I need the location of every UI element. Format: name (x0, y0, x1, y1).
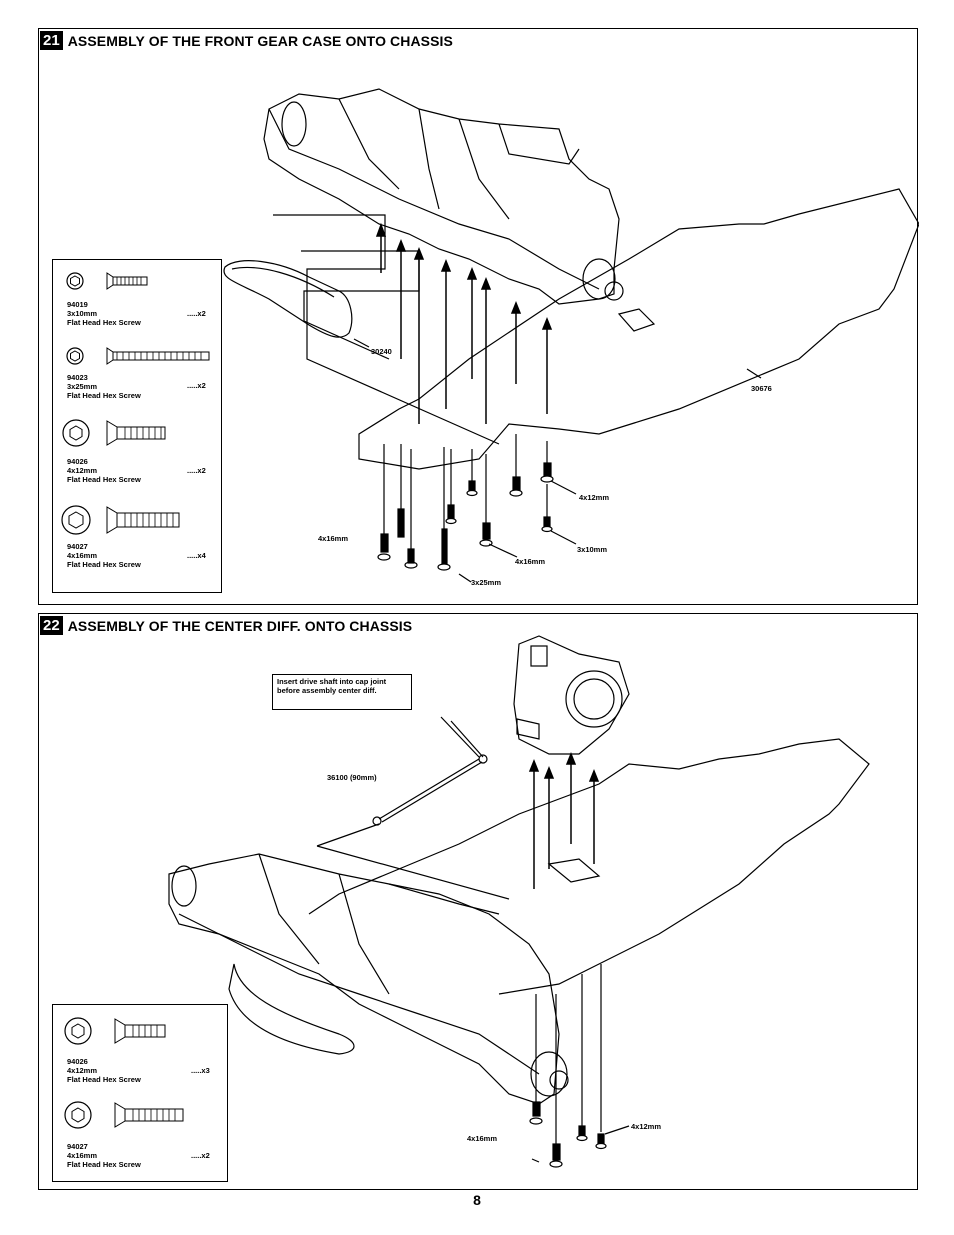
part-item: 94026 4x12mm Flat Head Hex Screw .....x3 (53, 1005, 227, 1090)
parts-list-step-22: 94026 4x12mm Flat Head Hex Screw .....x3… (52, 1004, 228, 1182)
step-21-number: 21 (40, 31, 63, 50)
part-item: 94027 4x16mm Flat Head Hex Screw .....x4 (53, 500, 221, 590)
part-code: 94027 (67, 542, 88, 551)
step-22-panel: 22 ASSEMBLY OF THE CENTER DIFF. ONTO CHA… (38, 613, 918, 1190)
step-21-title: ASSEMBLY OF THE FRONT GEAR CASE ONTO CHA… (67, 32, 453, 49)
part-qty: .....x2 (187, 466, 206, 475)
part-qty: .....x3 (191, 1066, 210, 1075)
drive-shaft-36100 (378, 758, 480, 820)
suspension-assembly (168, 853, 560, 1105)
part-code: 94026 (67, 1057, 88, 1066)
part-size: 3x25mm (67, 382, 98, 391)
part-name: Flat Head Hex Screw (67, 475, 141, 484)
front-gear-case-assembly-diagram (223, 88, 919, 583)
part-qty: .....x2 (187, 309, 206, 318)
label-screw-4x16-b: 4x16mm (515, 557, 546, 566)
part-name: Flat Head Hex Screw (67, 1075, 141, 1084)
label-screw-4x12: 4x12mm (579, 493, 610, 502)
part-name: Flat Head Hex Screw (67, 318, 141, 327)
part-name: Flat Head Hex Screw (67, 1160, 141, 1169)
part-qty: .....x2 (187, 381, 206, 390)
parts-list-step-21: 94019 3x10mm Flat Head Hex Screw .....x2… (52, 259, 222, 593)
label-screw-4x12: 4x12mm (631, 1122, 662, 1131)
front-guard-30240 (223, 260, 353, 338)
step-22-title: ASSEMBLY OF THE CENTER DIFF. ONTO CHASSI… (67, 617, 413, 634)
part-item: 94027 4x16mm Flat Head Hex Screw .....x2 (53, 1097, 227, 1182)
flat-head-hex-screw-icon (61, 505, 180, 535)
part-name: Flat Head Hex Screw (67, 560, 141, 569)
flat-head-hex-screw-icon (66, 347, 210, 365)
chassis-plate-30676 (358, 188, 919, 470)
flat-head-hex-screw-icon (64, 1101, 184, 1129)
part-code: 94023 (67, 373, 88, 382)
screws-below-chassis (440, 716, 630, 1168)
label-guard-30240: 30240 (371, 347, 392, 356)
part-item: 94019 3x10mm Flat Head Hex Screw .....x2 (53, 260, 221, 330)
step-21-header: 21 ASSEMBLY OF THE FRONT GEAR CASE ONTO … (40, 31, 453, 50)
part-item: 94023 3x25mm Flat Head Hex Screw .....x2 (53, 340, 221, 410)
label-screw-3x10: 3x10mm (577, 545, 608, 554)
part-size: 3x10mm (67, 309, 98, 318)
part-code: 94019 (67, 300, 88, 309)
part-qty: .....x4 (187, 551, 206, 560)
part-size: 4x12mm (67, 1066, 98, 1075)
part-code: 94027 (67, 1142, 88, 1151)
step-21-panel: 21 ASSEMBLY OF THE FRONT GEAR CASE ONTO … (38, 28, 919, 605)
part-size: 4x12mm (67, 466, 98, 475)
flat-head-hex-screw-icon (64, 1017, 166, 1045)
part-qty: .....x2 (191, 1151, 210, 1160)
screws-below-chassis (353, 338, 762, 583)
center-diff-assembly-diagram (168, 635, 870, 1168)
part-item: 94026 4x12mm Flat Head Hex Screw .....x2 (53, 415, 221, 495)
step-22-header: 22 ASSEMBLY OF THE CENTER DIFF. ONTO CHA… (40, 616, 412, 635)
part-name: Flat Head Hex Screw (67, 391, 141, 400)
chassis-plate (308, 738, 870, 995)
page-number: 8 (473, 1192, 481, 1208)
callout-note: Insert drive shaft into cap joint before… (272, 674, 412, 710)
front-suspension-assembly (263, 88, 620, 305)
flat-head-hex-screw-icon (66, 272, 148, 290)
flat-head-hex-screw-icon (62, 419, 166, 447)
part-size: 4x16mm (67, 551, 98, 560)
label-screw-3x25: 3x25mm (471, 578, 502, 587)
label-screw-4x16: 4x16mm (467, 1134, 498, 1143)
label-drive-shaft-36100: 36100 (90mm) (327, 773, 377, 782)
step-22-number: 22 (40, 616, 63, 635)
label-chassis-30676: 30676 (751, 384, 772, 393)
part-size: 4x16mm (67, 1151, 98, 1160)
part-code: 94026 (67, 457, 88, 466)
label-screw-4x16-a: 4x16mm (318, 534, 349, 543)
